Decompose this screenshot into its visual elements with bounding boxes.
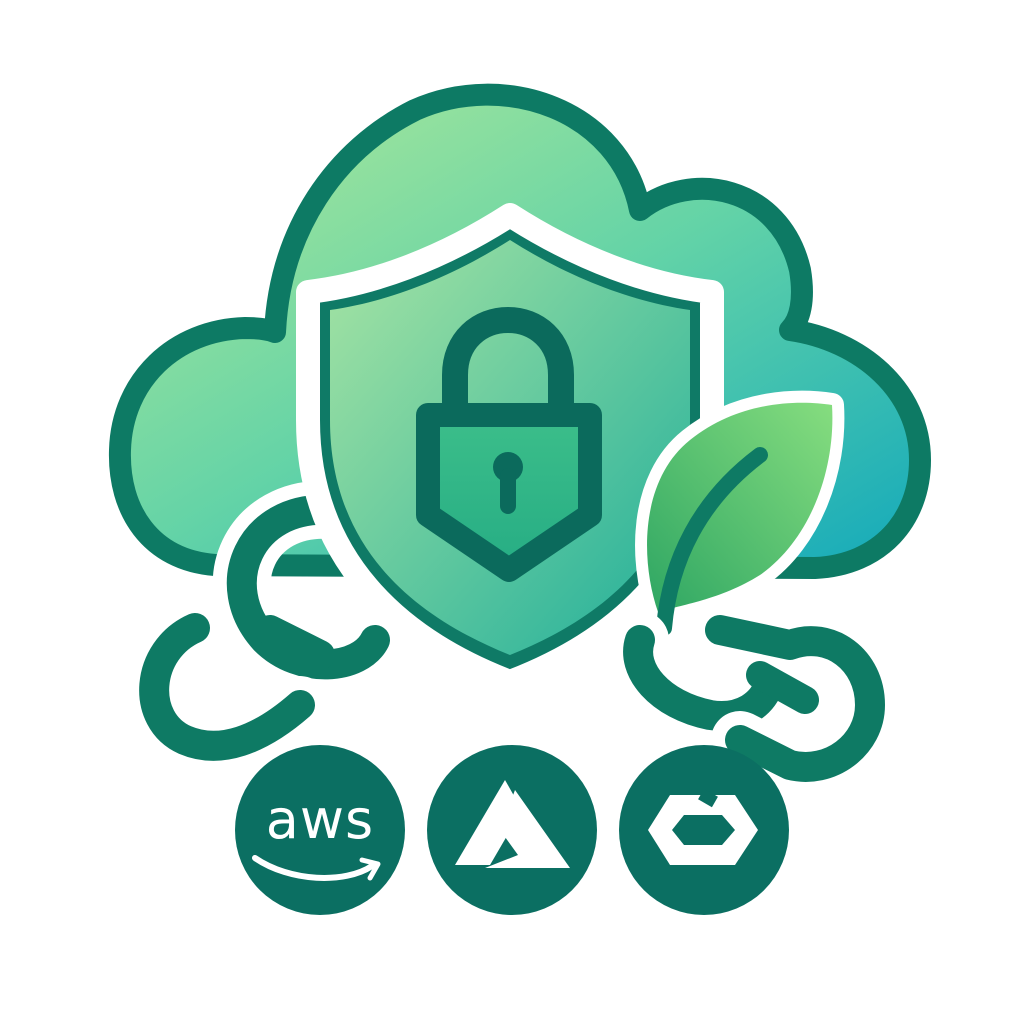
padlock-icon <box>416 306 602 582</box>
aws-logo-text: aws <box>266 788 374 851</box>
broken-chain-icon-right <box>609 601 899 796</box>
broken-chain-icon-left <box>125 480 404 775</box>
aws-logo-icon: aws <box>235 745 405 915</box>
leaf-icon <box>635 390 845 636</box>
azure-logo-icon <box>427 745 597 915</box>
google-cloud-logo-icon <box>619 745 789 915</box>
